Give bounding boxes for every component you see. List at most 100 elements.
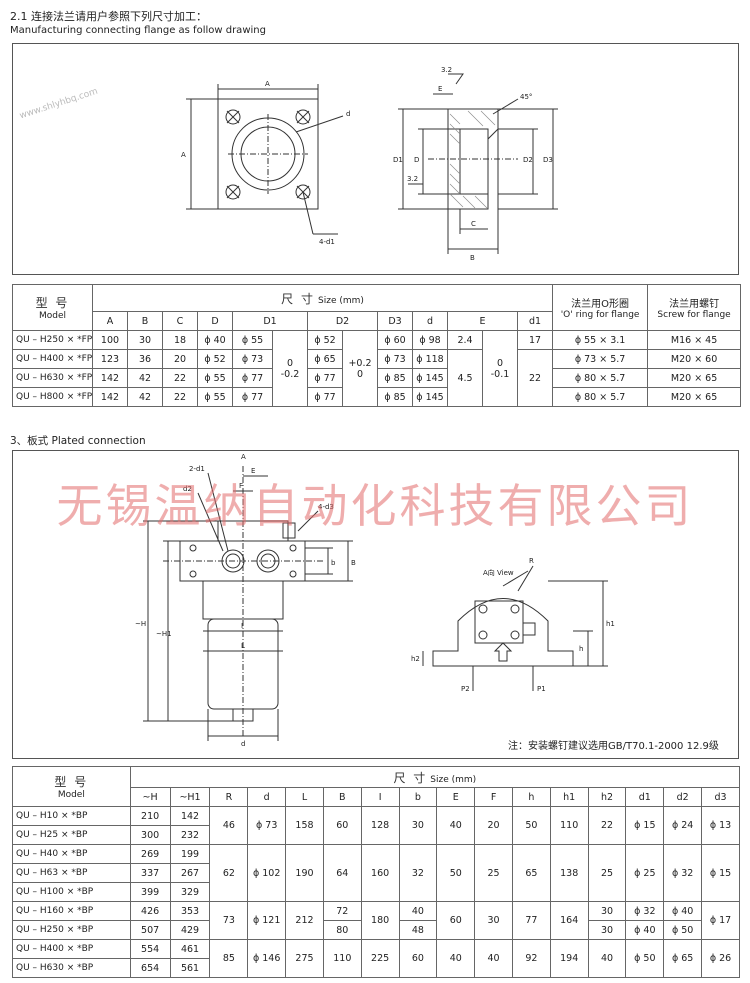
t2-cell: 138 [549, 844, 589, 902]
t2-model-cell: QU – H10 × *BP [12, 806, 131, 826]
t2-cell: 92 [511, 939, 551, 978]
t2-cell: 60 [436, 901, 476, 940]
t2-cell: 20 [474, 806, 513, 845]
plated-drawing-box: 2-d1 d2 A E F 4-d3 b B ~H ~H1 I L d R A向… [12, 450, 739, 759]
side-view-body [432, 598, 574, 667]
t2-cell: 212 [285, 901, 324, 940]
dim-d2: D2 [523, 156, 533, 164]
t1-cell: M16 × 45 [647, 330, 742, 350]
t1-cell: ϕ 55 × 3.1 [552, 330, 649, 350]
t2-cell: 507 [129, 920, 171, 940]
t2-cell: 40 [587, 939, 627, 978]
t2-cell: ϕ 50 [625, 939, 665, 978]
t1-e-tol-top: 0 [496, 357, 504, 369]
plated-drawing: 2-d1 d2 A E F 4-d3 b B ~H ~H1 I L d R A向… [135, 453, 615, 748]
t1-cell: 123 [92, 349, 128, 369]
t1-model-header: 型 号 Model [12, 284, 93, 331]
dim-h2: h2 [411, 655, 420, 663]
dim-4-d3: 4-d3 [318, 503, 334, 511]
t2-cell: 269 [129, 844, 171, 864]
t2-cell: 65 [511, 844, 551, 902]
t2-cell: 80 [322, 920, 362, 940]
roughness-top: 3.2 [441, 66, 452, 74]
table-row: QU – H250 × *BP 507 429 80 48 30 ϕ 40 ϕ … [12, 920, 740, 940]
dim-r: R [529, 557, 534, 565]
t2-cell: 232 [169, 825, 211, 845]
t1-d1-first: 17 [516, 330, 554, 350]
t1-model-cell: QU – H800 × *FP [12, 387, 93, 407]
t2-cell: 40 [436, 939, 476, 978]
t1-cell: 36 [127, 349, 163, 369]
t1-e-tol-bottom: -0.1 [490, 368, 510, 380]
t1-cell: ϕ 60 [377, 330, 413, 350]
bolt-hole-br [295, 184, 311, 200]
dim-b-small: b [331, 559, 336, 567]
t2-cell: 110 [549, 806, 589, 845]
t2-cell: ϕ 40 [625, 920, 665, 940]
t2-cell: 73 [209, 901, 249, 940]
dim-c: C [471, 220, 476, 228]
t2-cell: 461 [169, 939, 211, 959]
t1-col-d2: D2 [307, 311, 378, 331]
t1-d2-tol-top: +0.2 [348, 357, 372, 369]
dim-d2: d2 [183, 485, 192, 493]
t1-col-dd: d [412, 311, 448, 331]
t2-cell: 561 [169, 958, 211, 978]
t1-cell: ϕ 77 [232, 387, 273, 407]
t2-cell: 654 [129, 958, 171, 978]
dim-d1: D1 [393, 156, 403, 164]
t1-cell: ϕ 73 [377, 349, 413, 369]
flange-drawing: A A d 4-d1 E 45° D1 D D2 D3 C B 3.2 3.2 [181, 66, 558, 262]
t2-cell: 50 [436, 844, 476, 902]
t2-cell: 329 [169, 882, 211, 902]
t1-d1-tolerance: 0-0.2 [272, 330, 308, 407]
t2-cell: 353 [169, 901, 211, 921]
t2-cell: 30 [587, 901, 627, 921]
table-row: QU – H800 × *FP 142 42 22 ϕ 55 ϕ 77 ϕ 77… [12, 387, 742, 407]
t2-cell: 275 [285, 939, 324, 978]
t1-cell: 142 [92, 387, 128, 407]
bolt-hole-tl [225, 109, 241, 125]
t2-cell: ϕ 102 [247, 844, 287, 902]
t1-size-en: Size (mm) [318, 295, 364, 306]
t1-model-cn: 型 号 [35, 296, 70, 310]
dim-h1: ~H1 [156, 630, 172, 638]
t1-cell: ϕ 77 [307, 368, 343, 388]
t2-col-d2: d2 [663, 787, 703, 807]
label-p2: P2 [461, 685, 470, 693]
t2-size-cn: 尺 寸 [393, 770, 428, 785]
dim-e: E [251, 467, 255, 475]
label-a-view: A向 View [483, 568, 514, 577]
t1-cell: 42 [127, 368, 163, 388]
t2-model-cell: QU – H160 × *BP [12, 901, 131, 921]
t2-cell: 77 [511, 901, 551, 940]
table-row: QU – H400 × *FP 123 36 20 ϕ 52 ϕ 73 ϕ 65… [12, 349, 742, 407]
section-title-flange: 2.1 连接法兰请用户参照下列尺寸加工： [10, 10, 207, 23]
t2-cell: ϕ 32 [663, 844, 703, 902]
t1-d1-rest: 22 [516, 349, 554, 407]
t2-cell: 164 [549, 901, 589, 940]
t2-cell: 426 [129, 901, 171, 921]
t2-cell: ϕ 15 [701, 844, 740, 902]
t2-cell: 225 [360, 939, 400, 978]
bolt-hole-bl [225, 184, 241, 200]
t1-cell: ϕ 40 [197, 330, 233, 350]
dim-h: ~H [135, 620, 146, 628]
t1-col-e: E [447, 311, 518, 331]
t1-cell: ϕ 73 × 5.7 [552, 349, 649, 369]
t1-e-first: 2.4 [447, 330, 483, 350]
t1-cell: ϕ 80 × 5.7 [552, 387, 649, 407]
t1-size-header: 尺 寸 Size (mm) [91, 284, 554, 312]
t2-cell: 300 [129, 825, 171, 845]
t2-cell: 32 [398, 844, 438, 902]
dim-D: D [414, 156, 419, 164]
t2-cell: 267 [169, 863, 211, 883]
dim-b-cap: B [351, 559, 356, 567]
t2-cell: ϕ 121 [247, 901, 287, 940]
t2-col-d1: d1 [625, 787, 665, 807]
t1-cell: ϕ 85 [377, 387, 413, 407]
t2-cell: 60 [398, 939, 438, 978]
plated-size-table: 型 号 Model 尺 寸 Size (mm) ~H ~H1 R d L B I… [12, 766, 741, 978]
t2-model-cell: QU – H250 × *BP [12, 920, 131, 940]
